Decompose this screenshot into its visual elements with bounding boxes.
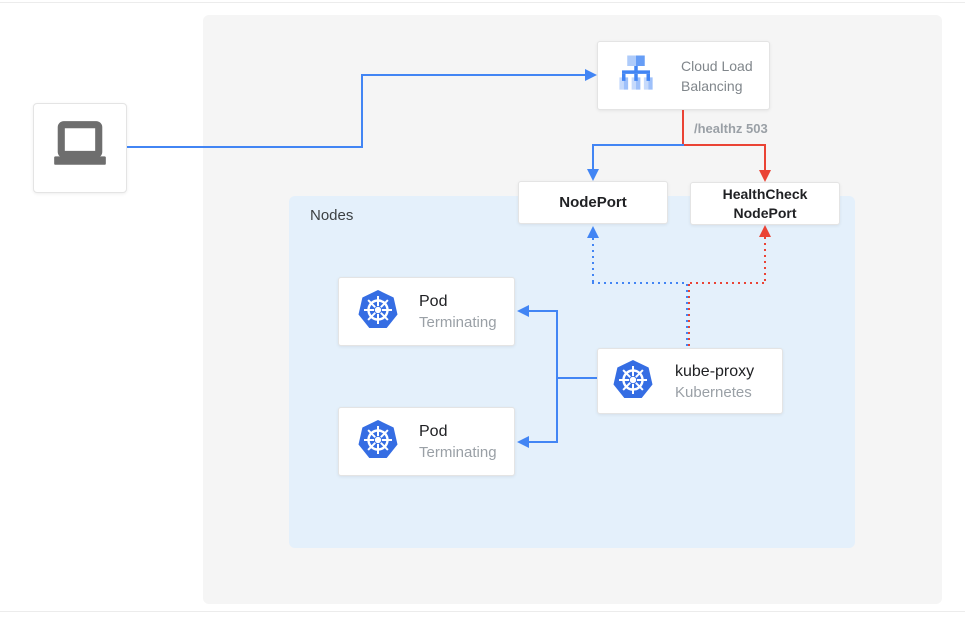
- pod-labels: Pod Terminating: [419, 420, 497, 463]
- nodeport-label: NodePort: [559, 194, 627, 211]
- kube-proxy-up-dotted-line-blue: [686, 284, 688, 348]
- kube-proxy-subtitle: Kubernetes: [675, 383, 752, 401]
- cloud-load-balancing-label: Cloud Load Balancing: [681, 57, 753, 94]
- client-box: [33, 103, 127, 193]
- pod-terminating-box-2: Pod Terminating: [338, 407, 515, 476]
- kube-proxy-to-healthcheck-dotted-line: [764, 237, 766, 284]
- pod-terminating-box-1: Pod Terminating: [338, 277, 515, 346]
- kubernetes-icon: [356, 417, 400, 466]
- pod-title: Pod: [419, 423, 448, 440]
- pod-labels: Pod Terminating: [419, 290, 497, 333]
- kube-proxy-to-pods-line: [556, 377, 597, 379]
- client-to-lb-line: [363, 74, 586, 76]
- page-top-divider: [0, 2, 965, 3]
- healthcheck-nodeport-label-line1: HealthCheck: [722, 185, 808, 202]
- laptop-icon: [49, 115, 111, 182]
- lb-to-nodeport-line: [592, 146, 594, 171]
- cloud-load-balancing-icon: [615, 52, 657, 99]
- cloud-load-balancing-box: Cloud Load Balancing: [597, 41, 770, 110]
- kube-proxy-to-healthcheck-arrowhead: [759, 225, 771, 237]
- client-to-lb-arrowhead: [585, 69, 597, 81]
- page-bottom-divider: [0, 611, 965, 612]
- lb-to-nodeport-line: [592, 144, 684, 146]
- lb-healthcheck-line: [682, 110, 684, 146]
- kube-proxy-labels: kube-proxy Kubernetes: [675, 360, 754, 403]
- nodes-group-label: Nodes: [310, 207, 354, 224]
- lb-to-healthcheck-line: [684, 144, 766, 146]
- healthcheck-nodeport-label-line2: NodePort: [733, 204, 797, 221]
- client-to-lb-line: [127, 146, 363, 148]
- nodeport-box: NodePort: [518, 181, 668, 224]
- lb-to-healthcheck-line: [764, 146, 766, 172]
- client-to-lb-line: [361, 74, 363, 148]
- healthz-status-label: /healthz 503: [694, 121, 768, 136]
- kubernetes-icon: [356, 287, 400, 336]
- kube-proxy-to-nodeport-dotted-line: [592, 282, 686, 284]
- kube-proxy-up-dotted-line-red: [688, 284, 690, 348]
- kube-proxy-to-pod1-line: [529, 310, 558, 312]
- kube-proxy-to-nodeport-dotted-line: [592, 238, 594, 284]
- lb-to-nodeport-arrowhead: [587, 169, 599, 181]
- kube-proxy-to-pods-line: [556, 310, 558, 443]
- kube-proxy-box: kube-proxy Kubernetes: [597, 348, 783, 414]
- pod-title: Pod: [419, 293, 448, 310]
- kube-proxy-title: kube-proxy: [675, 362, 755, 380]
- kubernetes-icon: [611, 357, 655, 406]
- kube-proxy-to-healthcheck-dotted-line: [690, 282, 766, 284]
- kube-proxy-to-pod2-arrowhead: [517, 436, 529, 448]
- healthcheck-nodeport-box: HealthCheck NodePort: [690, 182, 840, 225]
- kube-proxy-to-pod1-arrowhead: [517, 305, 529, 317]
- lb-to-healthcheck-arrowhead: [759, 170, 771, 182]
- kube-proxy-to-pod2-line: [529, 441, 558, 443]
- kube-proxy-to-nodeport-arrowhead: [587, 226, 599, 238]
- pod-status: Terminating: [419, 314, 497, 331]
- pod-status: Terminating: [419, 444, 497, 461]
